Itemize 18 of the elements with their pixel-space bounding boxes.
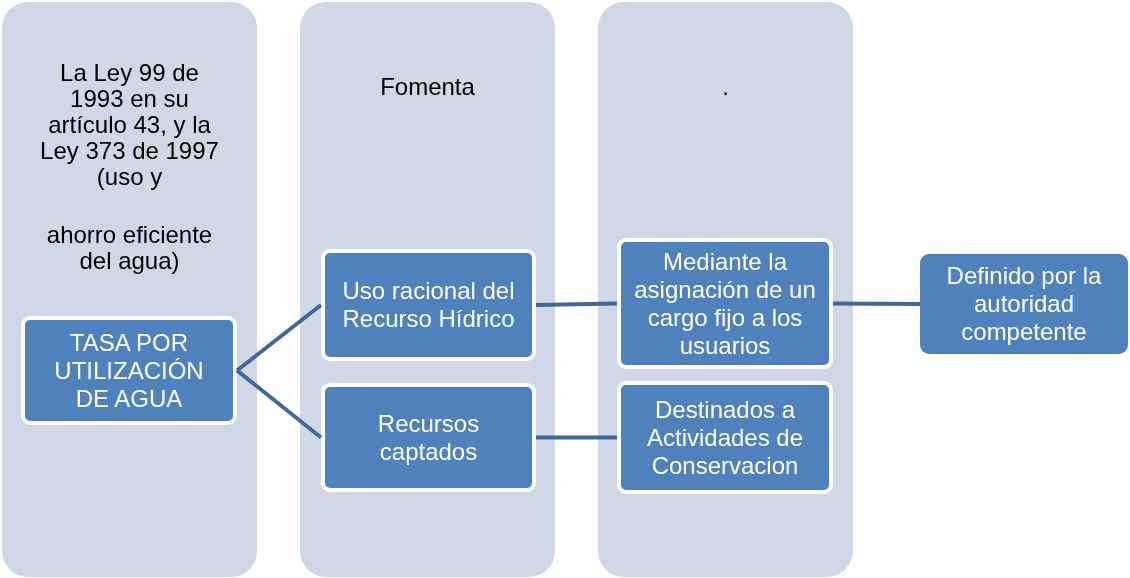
lane-heading: Fomenta <box>379 74 476 100</box>
connector-line <box>235 368 323 440</box>
process-box: Recursos captados <box>321 383 536 492</box>
connector-line <box>235 303 323 373</box>
lane-heading: La Ley 99 de 1993 en su artículo 43, y la Ley 373 de 1997 (uso y <box>39 60 220 190</box>
lane-panel <box>598 2 853 577</box>
process-box: Destinados a Actividades de Conservacion <box>617 381 833 494</box>
process-box: Mediante la asignación de un cargo fijo a los usuarios <box>617 238 833 369</box>
process-box: Definido por la autoridad competente <box>920 254 1128 354</box>
lane-heading: . <box>721 74 730 100</box>
process-box: Uso racional del Recurso Hídrico <box>321 249 536 361</box>
lane-heading: ahorro eficiente del agua) <box>45 222 214 274</box>
lane-panel <box>300 2 555 577</box>
lane-panel <box>2 2 257 577</box>
process-box: TASA POR UTILIZACIÓN DE AGUA <box>21 316 237 425</box>
connector-line <box>833 301 920 306</box>
connector-line <box>535 301 618 307</box>
connector-line <box>536 435 617 440</box>
